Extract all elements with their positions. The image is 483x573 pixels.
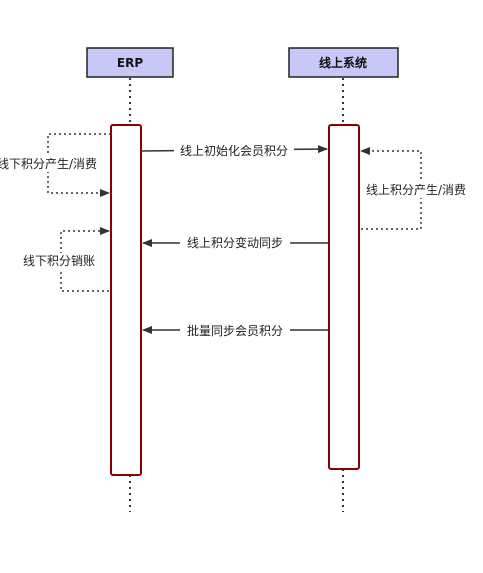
- message-sync-changes: 线上积分变动同步: [142, 235, 329, 251]
- erp-activation-bar: [110, 124, 142, 476]
- participant-online-system: 线上系统: [288, 47, 399, 78]
- sync-changes-label: 线上积分变动同步: [187, 235, 283, 250]
- self-message-offline-generate: 线下积分产生/消费: [0, 133, 111, 197]
- batch-sync-label: 批量同步会员积分: [187, 323, 283, 338]
- participant-online-label: 线上系统: [319, 55, 367, 70]
- online-activation-bar: [328, 124, 360, 470]
- participant-erp: ERP: [86, 47, 174, 78]
- self-message-offline-writeoff: 线下积分销账: [20, 227, 110, 292]
- message-batch-sync: 批量同步会员积分: [142, 322, 329, 338]
- offline-writeoff-label: 线下积分销账: [23, 254, 95, 268]
- init-points-label: 线上初始化会员积分: [180, 144, 288, 158]
- message-init-points: 线上初始化会员积分: [140, 143, 328, 159]
- self-message-online-generate: 线上积分产生/消费: [360, 147, 476, 230]
- online-generate-label: 线上积分产生/消费: [366, 183, 466, 197]
- offline-generate-label: 线下积分产生/消费: [0, 157, 97, 171]
- participant-erp-label: ERP: [117, 56, 143, 70]
